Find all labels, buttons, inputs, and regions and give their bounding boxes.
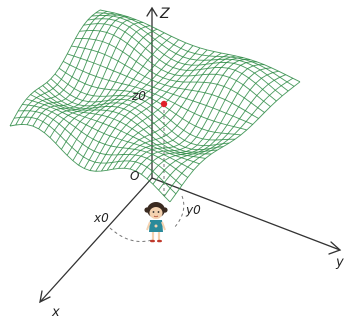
mesh-line: [67, 53, 253, 125]
mesh-line: [14, 116, 177, 195]
mesh-line: [163, 77, 294, 197]
x-axis-label: x: [51, 305, 60, 320]
point-z0: [160, 100, 168, 108]
mesh-line: [42, 85, 218, 153]
z0-label: z0: [131, 89, 146, 103]
y0-label: y0: [185, 203, 201, 217]
mesh-line: [46, 82, 224, 151]
x0-projection: [109, 227, 153, 242]
mesh-line: [34, 90, 206, 159]
mesh-line: [58, 67, 241, 136]
y-axis-arrow: [328, 241, 342, 255]
mesh-line: [9, 123, 171, 203]
child-figure-icon: [144, 202, 168, 243]
mesh-line: [83, 23, 277, 102]
mesh-line: [95, 12, 295, 87]
mesh-line: [54, 73, 236, 141]
y-axis: [151, 177, 341, 251]
y0-projection: [173, 195, 185, 229]
mesh-line: [18, 110, 183, 186]
mesh-line: [22, 103, 188, 178]
y-axis-label: y: [335, 255, 344, 270]
mesh-line: [62, 61, 247, 131]
surface-mesh: [9, 9, 301, 203]
mesh-line: [38, 87, 212, 155]
x0-label: x0: [93, 211, 109, 225]
x-axis-arrow: [39, 290, 51, 304]
mesh-line: [26, 98, 194, 171]
mesh-line: [99, 9, 301, 83]
x-axis: [39, 177, 153, 303]
mesh-line: [50, 78, 230, 147]
mesh-line: [87, 18, 283, 97]
z-axis-arrow: [146, 6, 158, 17]
mesh-line: [71, 45, 259, 119]
z-axis-label: Z: [159, 6, 170, 22]
mesh-line: [91, 15, 289, 92]
mesh-line: [79, 29, 271, 107]
mesh-line: [30, 94, 200, 165]
origin-label: O: [130, 169, 139, 183]
mesh-line: [75, 37, 265, 113]
